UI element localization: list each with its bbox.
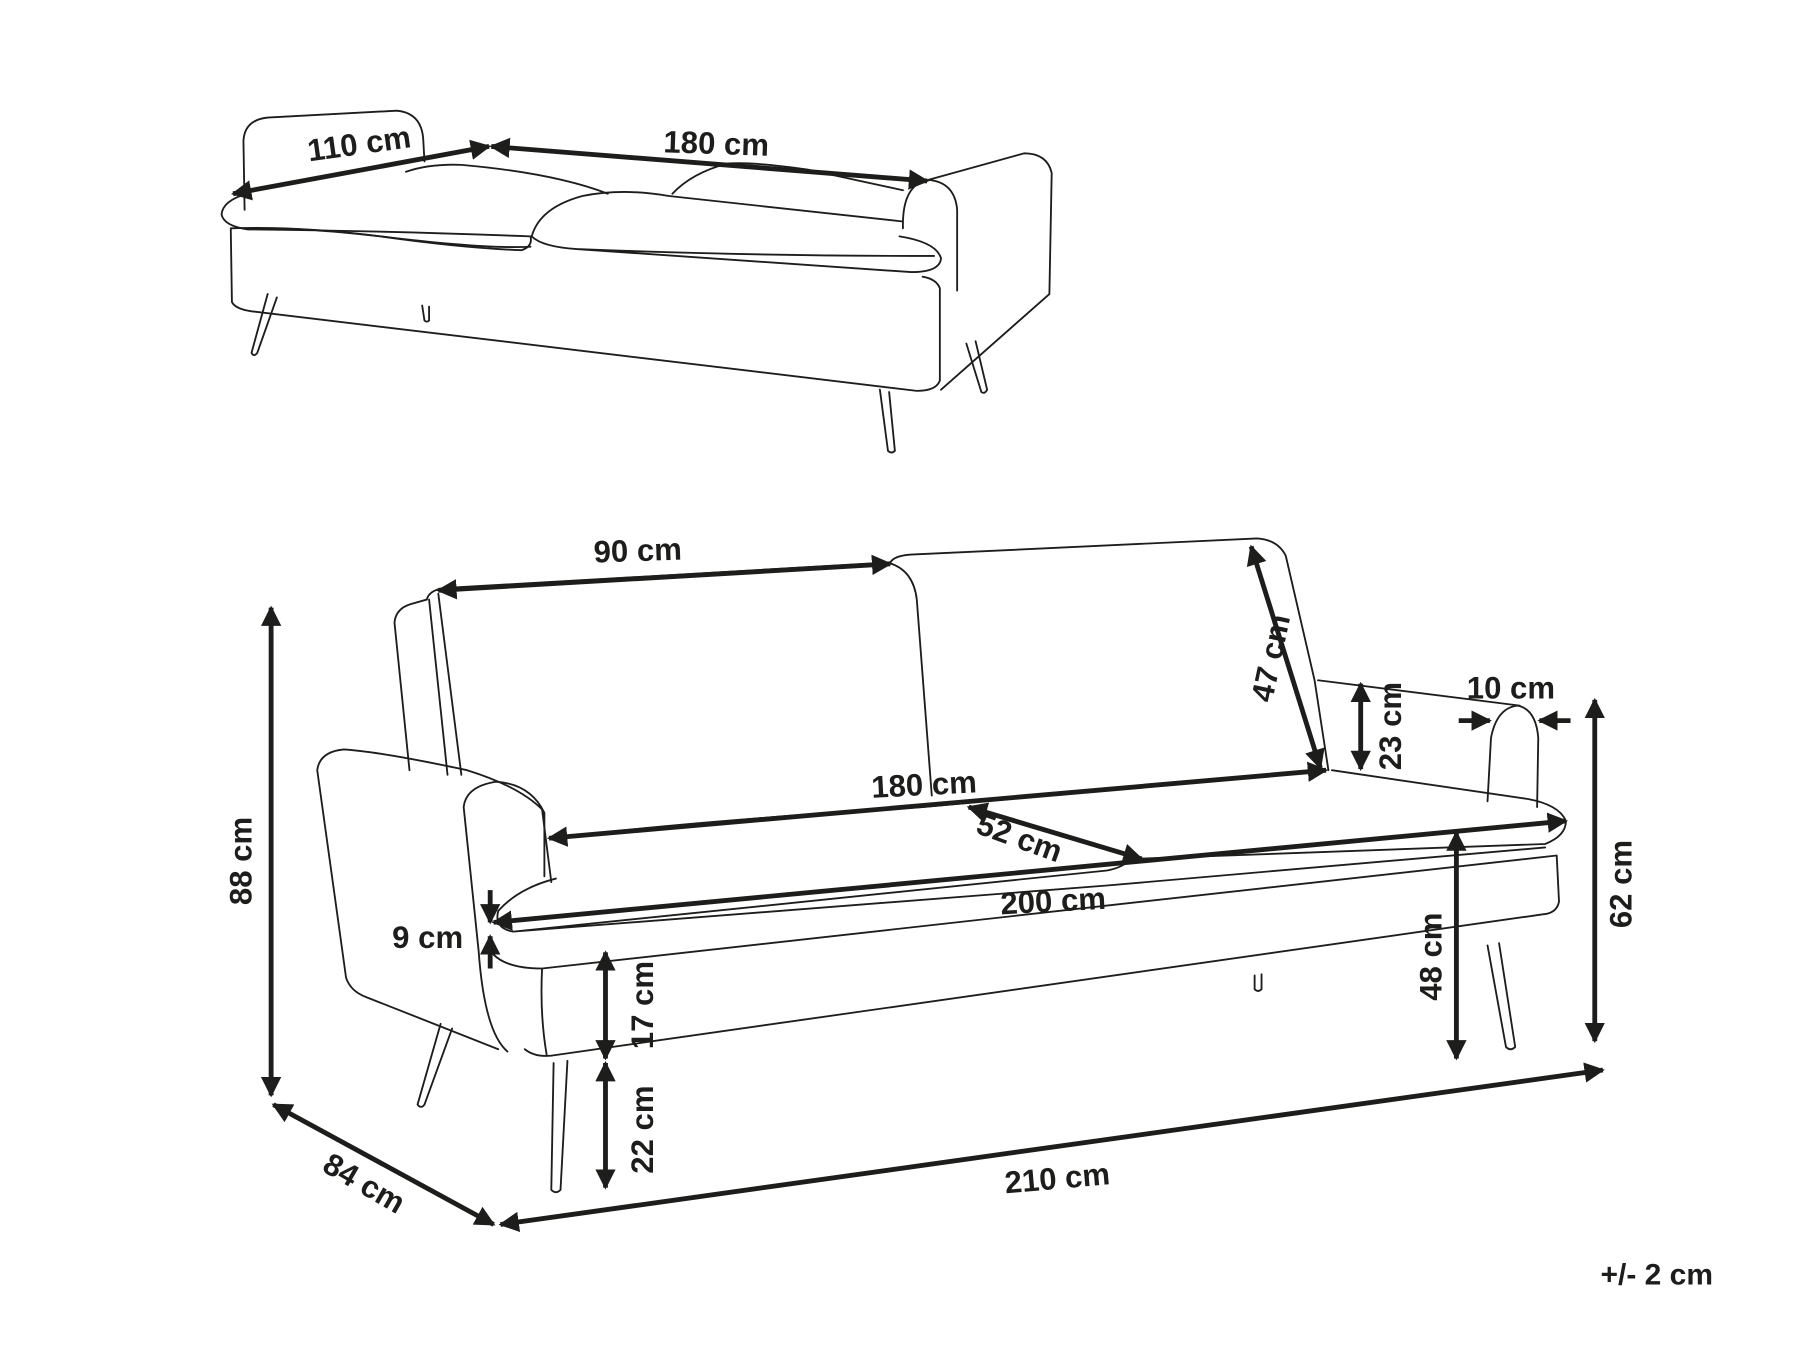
bed-right-cushion (530, 191, 942, 274)
label-total-width: 210 cm (1003, 1156, 1111, 1200)
dimension-arrow-bed-length (489, 137, 930, 190)
bed-leg-back-right (965, 340, 989, 394)
dimension-arrow-interior-width (491, 812, 1568, 931)
sofa-left-armrest-front (462, 780, 546, 1053)
bed-leg-front-left (250, 293, 278, 357)
label-bed-width: 110 cm (305, 119, 413, 168)
label-interior-width: 200 cm (999, 881, 1106, 921)
sofa-view-drawing: 88 cm 84 cm 210 cm 90 cm 47 cm 23 cm 10 … (224, 532, 1713, 1292)
dimension-arrow-total-width (498, 1062, 1605, 1233)
label-bed-length: 180 cm (663, 124, 770, 163)
sofa-leg-back-right (1253, 973, 1263, 992)
dimension-arrow-backrest-height (1246, 544, 1325, 770)
bed-base (229, 226, 941, 392)
dimension-arrow-back-cushion-width (436, 554, 893, 600)
sofa-back-cushion-left (425, 561, 933, 797)
bed-view-drawing: 110 cm 180 cm (220, 109, 1053, 454)
sofa-leg-front-left (550, 1059, 569, 1194)
label-armrest-width: 10 cm (1467, 671, 1555, 706)
label-back-cushion-width: 90 cm (593, 532, 682, 570)
label-seat-height: 48 cm (1413, 913, 1448, 1001)
label-cushion-thickness: 9 cm (392, 920, 463, 955)
bed-left-armrest (242, 109, 426, 211)
label-backrest-height: 47 cm (1245, 611, 1298, 705)
label-total-height: 88 cm (224, 817, 259, 905)
label-seat-depth: 52 cm (972, 806, 1067, 869)
bed-leg-back-left (421, 304, 431, 323)
label-leg-height: 22 cm (625, 1085, 660, 1173)
label-armrest-above-seat: 23 cm (1373, 682, 1408, 770)
dimension-arrow-bed-width (231, 139, 492, 201)
tolerance-note: +/- 2 cm (1601, 1258, 1713, 1291)
sofa-back-left-side (393, 598, 428, 772)
sofa-leg-front-right (1486, 942, 1517, 1051)
bed-left-cushion (220, 192, 532, 252)
label-armrest-height: 62 cm (1604, 840, 1639, 928)
bed-leg-front-right (878, 388, 896, 454)
sofa-leg-back-left (416, 1022, 454, 1108)
sofa-left-armrest-outer (316, 748, 553, 1051)
label-total-depth: 84 cm (317, 1146, 411, 1220)
dimension-arrow-total-depth (271, 1102, 496, 1227)
bed-left-cushion-back (405, 163, 609, 195)
label-base-frame-height: 17 cm (625, 961, 660, 1049)
label-seat-width: 180 cm (870, 764, 977, 804)
